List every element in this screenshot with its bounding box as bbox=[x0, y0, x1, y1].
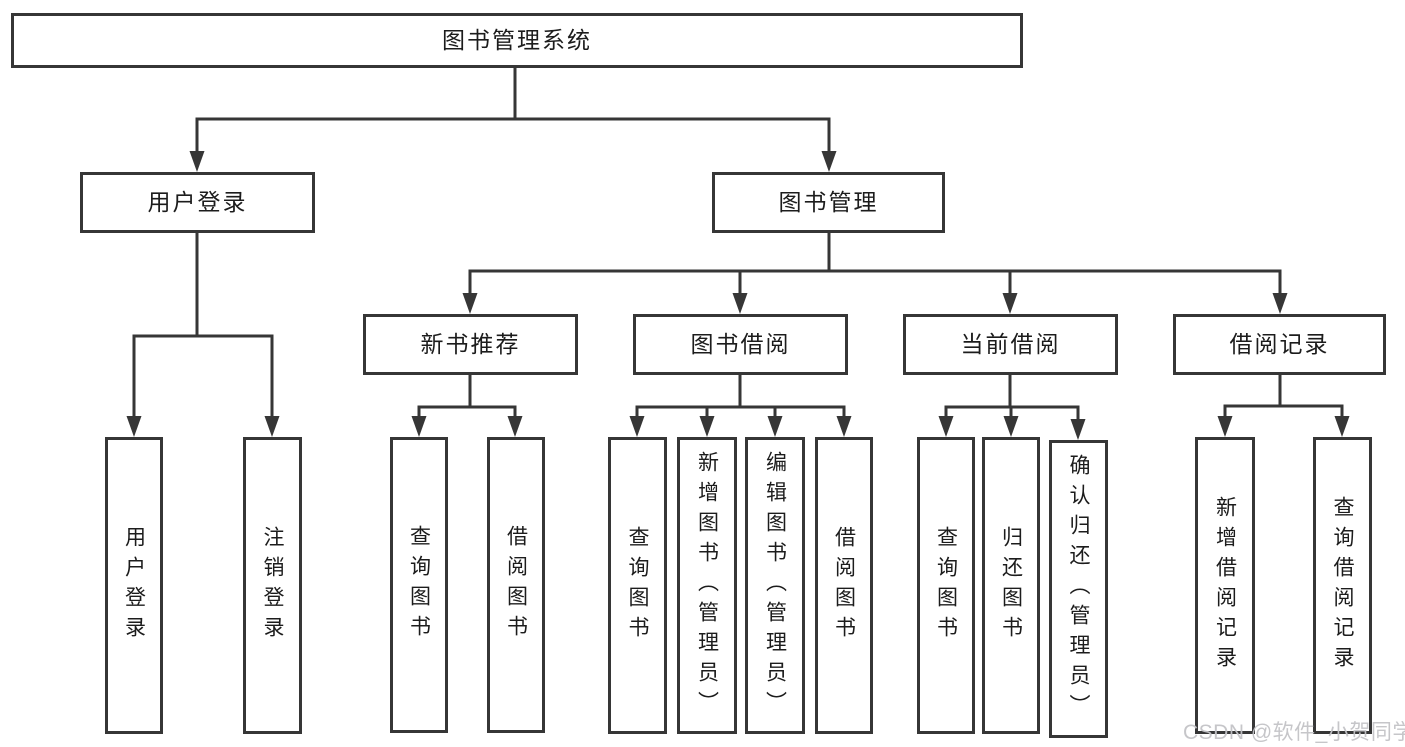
watermark: CSDN @软件_小贺同学 bbox=[1183, 721, 1405, 744]
leaf-bor-add-book: 新增图书（管理员） bbox=[677, 437, 737, 734]
leaf-cur-return-book: 归还图书 bbox=[982, 437, 1040, 734]
leaf-cur-confirm-return-label: 确认归还（管理员） bbox=[1067, 454, 1090, 724]
leaf-log-query-record-label: 查询借阅记录 bbox=[1331, 495, 1354, 676]
leaf-user-login-label: 用户登录 bbox=[122, 525, 146, 646]
leaf-bor-edit-book-label: 编辑图书（管理员） bbox=[763, 450, 787, 721]
node-user-login-label: 用户登录 bbox=[147, 189, 248, 215]
leaf-cur-return-book-label: 归还图书 bbox=[999, 525, 1023, 646]
leaf-cur-confirm-return: 确认归还（管理员） bbox=[1049, 440, 1108, 738]
leaf-rec-query-book: 查询图书 bbox=[390, 437, 448, 733]
node-new-book-rec-label: 新书推荐 bbox=[420, 331, 521, 357]
leaf-bor-borrow-book: 借阅图书 bbox=[815, 437, 873, 734]
node-borrow-records-label: 借阅记录 bbox=[1229, 331, 1330, 357]
node-current-borrow: 当前借阅 bbox=[903, 314, 1118, 375]
node-borrow-records: 借阅记录 bbox=[1173, 314, 1386, 375]
node-user-login: 用户登录 bbox=[80, 172, 315, 233]
leaf-rec-borrow-book-label: 借阅图书 bbox=[504, 525, 528, 645]
leaf-log-add-record-label: 新增借阅记录 bbox=[1213, 495, 1237, 676]
leaf-bor-edit-book: 编辑图书（管理员） bbox=[745, 437, 805, 734]
leaf-bor-add-book-label: 新增图书（管理员） bbox=[695, 450, 719, 721]
node-root: 图书管理系统 bbox=[11, 13, 1023, 68]
leaf-user-login: 用户登录 bbox=[105, 437, 163, 734]
leaf-logout-label: 注销登录 bbox=[261, 525, 284, 646]
node-current-borrow-label: 当前借阅 bbox=[960, 331, 1061, 357]
node-book-borrow: 图书借阅 bbox=[633, 314, 848, 375]
leaf-cur-query-book-label: 查询图书 bbox=[934, 525, 958, 646]
leaf-cur-query-book: 查询图书 bbox=[917, 437, 975, 734]
node-new-book-rec: 新书推荐 bbox=[363, 314, 578, 375]
leaf-bor-query-book: 查询图书 bbox=[608, 437, 667, 734]
node-book-borrow-label: 图书借阅 bbox=[690, 331, 791, 357]
leaf-logout: 注销登录 bbox=[243, 437, 302, 734]
node-book-mgmt-label: 图书管理 bbox=[778, 189, 879, 215]
leaf-log-query-record: 查询借阅记录 bbox=[1313, 437, 1372, 734]
leaf-log-add-record: 新增借阅记录 bbox=[1195, 437, 1255, 734]
leaf-rec-borrow-book: 借阅图书 bbox=[487, 437, 545, 733]
node-root-label: 图书管理系统 bbox=[442, 27, 592, 53]
node-book-mgmt: 图书管理 bbox=[712, 172, 945, 233]
leaf-bor-query-book-label: 查询图书 bbox=[626, 525, 649, 646]
leaf-rec-query-book-label: 查询图书 bbox=[407, 525, 431, 645]
leaf-bor-borrow-book-label: 借阅图书 bbox=[832, 525, 856, 646]
